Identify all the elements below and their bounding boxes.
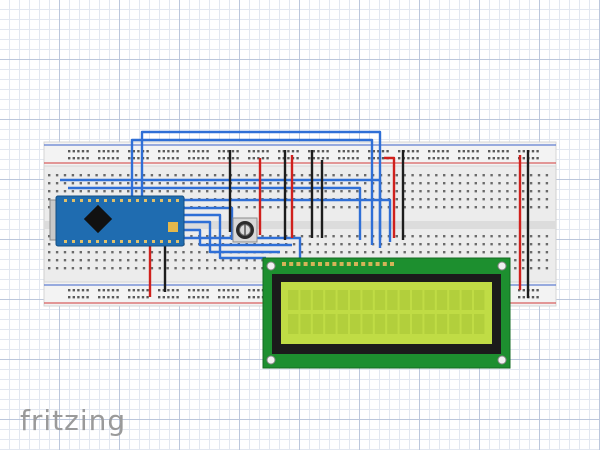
- arduino-nano: [49, 195, 185, 247]
- wire-signal: [150, 213, 266, 260]
- breadboard-center-gap: [44, 221, 556, 229]
- jumper-wires: [60, 130, 530, 298]
- mounting-hole: [497, 261, 507, 271]
- lcd-character-cells: [288, 290, 485, 334]
- mounting-hole: [266, 355, 276, 365]
- mounting-hole: [266, 261, 276, 271]
- fritzing-watermark: fritzing: [20, 404, 127, 437]
- wire-signal: [68, 186, 362, 240]
- arduino-pins: [64, 199, 179, 243]
- wire-signal: [60, 178, 382, 248]
- potentiometer: [232, 217, 258, 243]
- wire-signal: [130, 138, 374, 245]
- wire-signal: [160, 236, 302, 262]
- lcd-16x2: [262, 257, 511, 369]
- reset-button: [168, 222, 178, 232]
- lcd-header-pins: [282, 262, 394, 266]
- mounting-hole: [497, 355, 507, 365]
- wire-power: [384, 156, 396, 238]
- lcd-screen: [281, 282, 492, 344]
